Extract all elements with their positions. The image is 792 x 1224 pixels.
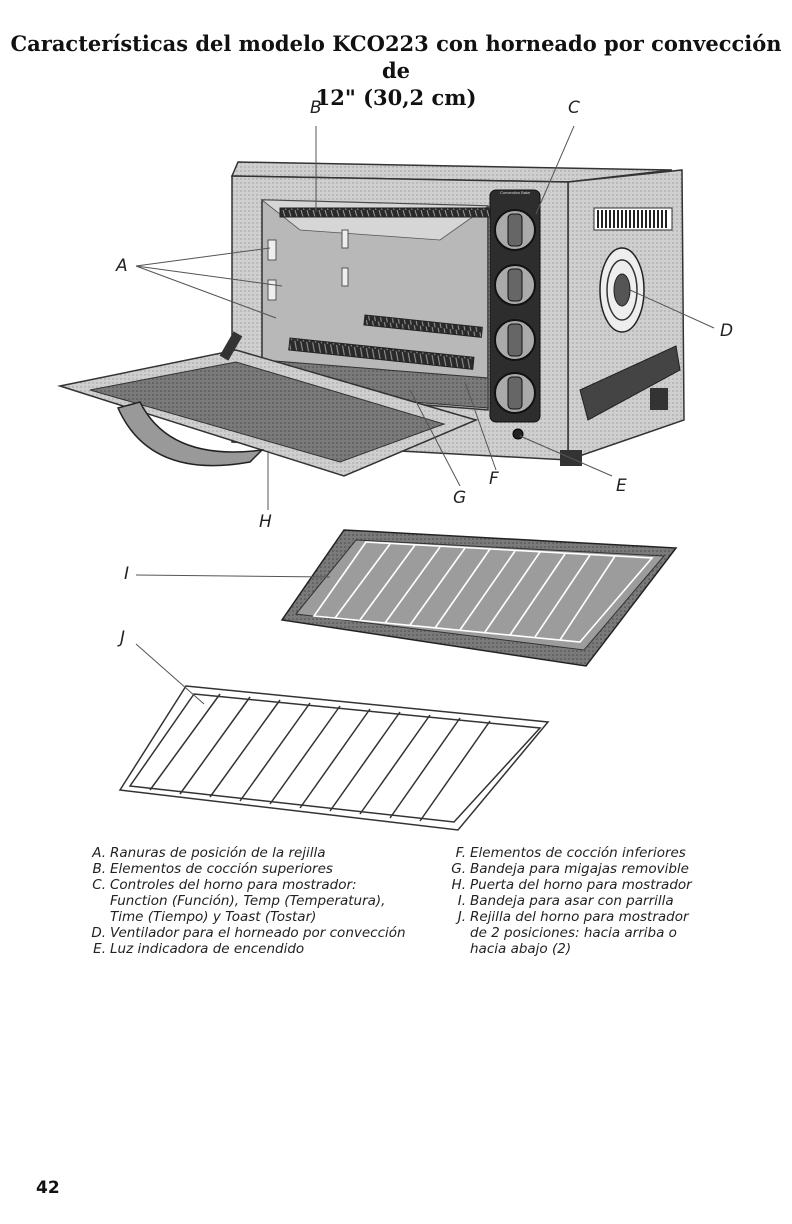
legend-item-e: E. Luz indicadora de encendido [86, 941, 431, 957]
knob-temp [494, 264, 536, 306]
convection-fan [599, 247, 645, 333]
legend-key: H. [451, 877, 466, 893]
oven-diagram: Convection Bake [57, 125, 715, 831]
legend-key: J. [457, 909, 466, 925]
legend-item-a: A. Ranuras de posición de la rejilla [86, 845, 431, 861]
legend-text: Controles del horno para mostrador: Func… [110, 877, 386, 925]
knob-time [494, 319, 536, 361]
page-title: Características del modelo KCO223 con ho… [0, 30, 792, 111]
legend-key: G. [451, 861, 466, 877]
legend-item-h: H. Puerta del horno para mostrador [446, 877, 756, 893]
legend-text: Elementos de cocción inferiores [470, 845, 686, 861]
legend-item-i: I. Bandeja para asar con parrilla [446, 893, 756, 909]
callout-e: E [616, 476, 627, 496]
legend-text: Bandeja para migajas removible [470, 861, 689, 877]
knob-function [494, 209, 536, 251]
callout-b: B [310, 98, 322, 118]
oven-body: Convection Bake [57, 161, 685, 477]
legend-text: Bandeja para asar con parrilla [470, 893, 674, 909]
knob-toast [494, 372, 536, 414]
title-line-1: Características del modelo KCO223 con ho… [10, 31, 782, 83]
callout-c: C [568, 98, 580, 118]
legend-item-c: C. Controles del horno para mostrador: F… [86, 877, 431, 925]
legend-text: Elementos de cocción superiores [110, 861, 333, 877]
callout-g: G [453, 488, 467, 508]
legend-item-d: D. Ventilador para el horneado por conve… [86, 925, 431, 941]
legend-item-b: B. Elementos de cocción superiores [86, 861, 431, 877]
legend-key: E. [93, 941, 106, 957]
legend-text: Rejilla del horno para mostrador de 2 po… [470, 909, 689, 957]
oven-rack [118, 685, 550, 831]
callout-a: A [116, 256, 128, 276]
side-vent [593, 207, 673, 231]
legend-item-f: F. Elementos de cocción inferiores [446, 845, 756, 861]
page-number: 42 [36, 1178, 60, 1198]
title-line-2: 12" (30,2 cm) [315, 85, 477, 110]
legend-key: C. [92, 877, 106, 893]
callout-j: J [120, 628, 126, 648]
panel-label: Convection Bake [500, 190, 531, 195]
broil-pan-with-rack [280, 529, 678, 667]
legend-right: F. Elementos de cocción inferiores G. Ba… [446, 845, 756, 957]
legend-key: B. [92, 861, 106, 877]
legend-text: Puerta del horno para mostrador [470, 877, 692, 893]
legend-text: Ranuras de posición de la rejilla [110, 845, 326, 861]
legend-item-g: G. Bandeja para migajas removible [446, 861, 756, 877]
callout-h: H [259, 512, 272, 532]
legend-key: F. [455, 845, 466, 861]
legend-key: I. [457, 893, 466, 909]
legend-key: D. [91, 925, 106, 941]
callout-d: D [720, 321, 734, 341]
legend-text: Ventilador para el horneado por convecci… [110, 925, 406, 941]
legend-key: A. [92, 845, 106, 861]
legend-left: A. Ranuras de posición de la rejilla B. … [86, 845, 431, 957]
legend-text: Luz indicadora de encendido [110, 941, 305, 957]
leader-lines [135, 125, 715, 705]
legend-item-j: J. Rejilla del horno para mostrador de 2… [446, 909, 756, 957]
callout-f: F [489, 469, 499, 489]
callout-i: I [124, 564, 130, 584]
